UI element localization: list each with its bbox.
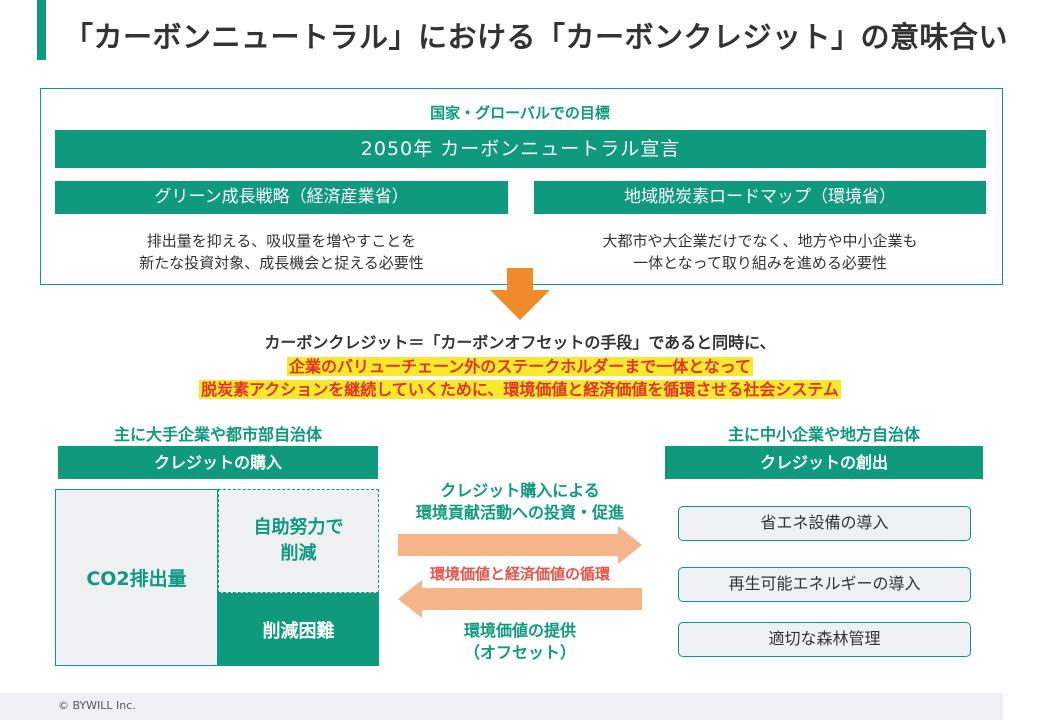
buyer-label: 主に大手企業や都市部自治体 [113, 425, 322, 444]
green-growth-strategy-band: グリーン成長戦略（経済産業省） [55, 181, 508, 214]
forest-management-item: 適切な森林管理 [678, 622, 971, 657]
credit-definition-text: カーボンクレジット＝「カーボンオフセットの手段」であると同時に、 [264, 333, 776, 352]
page-title: 「カーボンニュートラル」における「カーボンクレジット」の意味合い [64, 20, 1009, 54]
left-arrow-icon [398, 580, 642, 618]
credit-purchase-header: クレジットの購入 [58, 446, 378, 479]
copyright-text: © BYWILL Inc. [58, 699, 136, 712]
investment-flow-label: クレジット購入による 環境貢献活動への投資・促進 [415, 481, 624, 522]
credit-creation-header: クレジットの創出 [665, 446, 983, 479]
green-growth-description: 排出量を抑える、吸収量を増やすことを 新たな投資対象、成長機会と捉える必要性 [139, 232, 424, 272]
footer-bar [0, 693, 1003, 720]
hard-to-reduce-box: 削減困難 [218, 593, 379, 666]
self-reduction-box: 自助努力で 削減 [218, 489, 379, 593]
highlight-line-1: 企業のバリューチェーン外のステークホルダーまで一体となって [287, 357, 753, 376]
carbon-neutral-declaration-band: 2050年 カーボンニュートラル宣言 [55, 130, 986, 168]
regional-decarbonization-band: 地域脱炭素ロードマップ（環境省） [534, 181, 986, 214]
highlight-line-2: 脱炭素アクションを継続していくために、環境価値と経済価値を循環させる社会システム [199, 380, 841, 399]
offset-flow-label: 環境価値の提供 （オフセット） [463, 621, 576, 662]
right-arrow-icon [398, 526, 642, 564]
co2-emissions-box: CO2排出量 [55, 489, 218, 666]
goal-label: 国家・グローバルでの目標 [430, 104, 610, 122]
regional-roadmap-description: 大都市や大企業だけでなく、地方や中小企業も 一体となって取り組みを進める必要性 [602, 232, 918, 272]
renewable-energy-item: 再生可能エネルギーの導入 [678, 567, 971, 602]
value-cycle-label: 環境価値と経済価値の循環 [429, 565, 610, 583]
creator-label: 主に中小企業や地方自治体 [727, 425, 920, 444]
down-arrow-icon [490, 268, 550, 320]
energy-saving-item: 省エネ設備の導入 [678, 506, 971, 541]
title-accent-bar [37, 0, 46, 60]
